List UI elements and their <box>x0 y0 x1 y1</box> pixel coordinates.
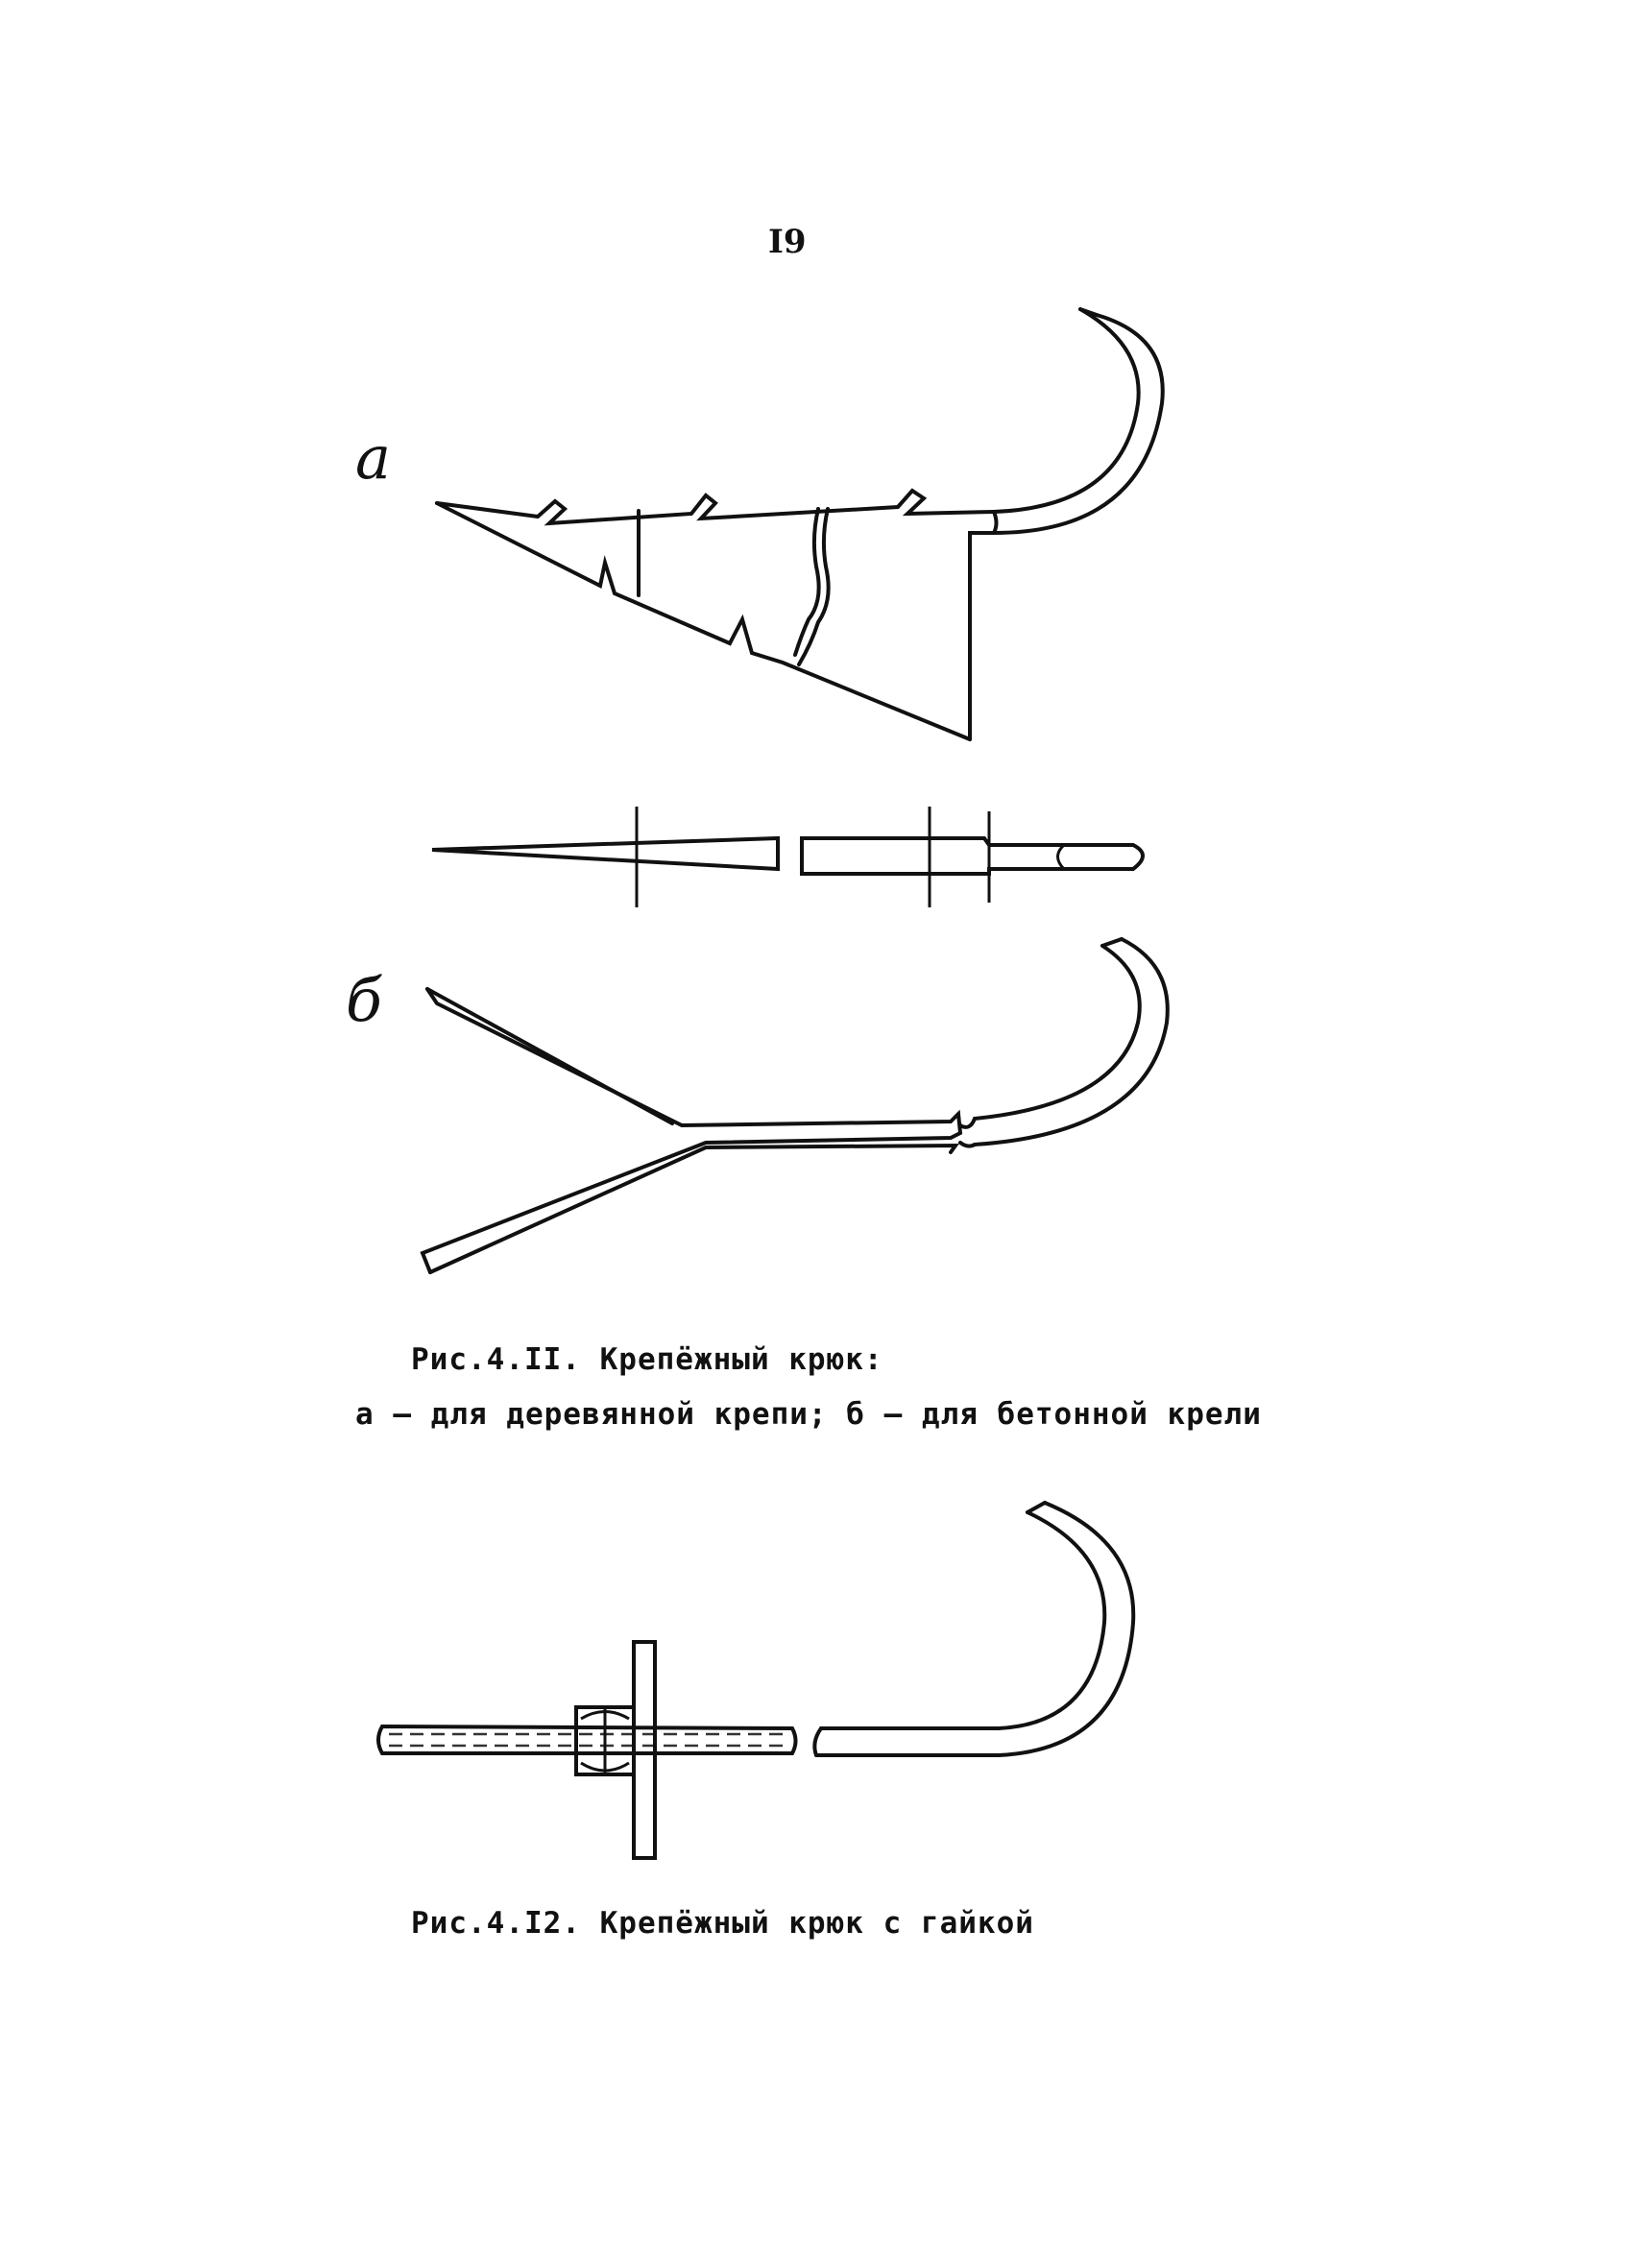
fork-lower-prong <box>428 1143 959 1274</box>
hook-curve-a-outer <box>992 307 1141 514</box>
wedge-divider-2 <box>793 507 821 657</box>
wedge-bottom-edge <box>435 501 972 741</box>
figure-4-11-a-drawing <box>420 307 1170 1274</box>
hook-rod-c <box>819 1510 1107 1730</box>
hook-end-a <box>1078 307 1099 317</box>
hook-curve-b-inner <box>973 937 1170 1146</box>
side-view-end-oval <box>1056 843 1066 871</box>
wedge-top-edge <box>435 488 996 526</box>
side-view-wedge <box>431 835 780 872</box>
washer-plate <box>632 1640 657 1860</box>
fork-break <box>958 1117 977 1148</box>
figure-4-11-label-a: а <box>355 422 391 493</box>
wedge-back-edge <box>968 531 996 741</box>
fork-upper-outer <box>425 987 674 1125</box>
fork-upper-prong <box>420 987 963 1274</box>
figure-4-11-caption-line1: Рис.4.II. Крепёжный крюк: <box>411 1342 883 1377</box>
hook-rod-c-inner <box>814 1501 1136 1757</box>
figure-4-11-label-b: б <box>346 965 382 1035</box>
wedge-divider-3 <box>797 507 831 666</box>
hook-end-c <box>1026 1501 1047 1514</box>
hook-joint-a <box>992 510 999 535</box>
hook-curve-b-outer <box>973 944 1142 1121</box>
threaded-rod <box>376 1724 798 1755</box>
hook-end-b <box>1100 937 1124 948</box>
nut-chamfer <box>580 1707 630 1774</box>
figure-4-12-caption: Рис.4.I2. Крепёжный крюк с гайкой <box>411 1906 1034 1941</box>
page-number: I9 <box>768 223 807 261</box>
hook-curve-a-inner <box>992 313 1165 535</box>
figure-4-11-caption-line2: а – для деревянной крепи; б – для бетонн… <box>355 1397 1262 1432</box>
rod-break-c <box>812 1726 823 1757</box>
